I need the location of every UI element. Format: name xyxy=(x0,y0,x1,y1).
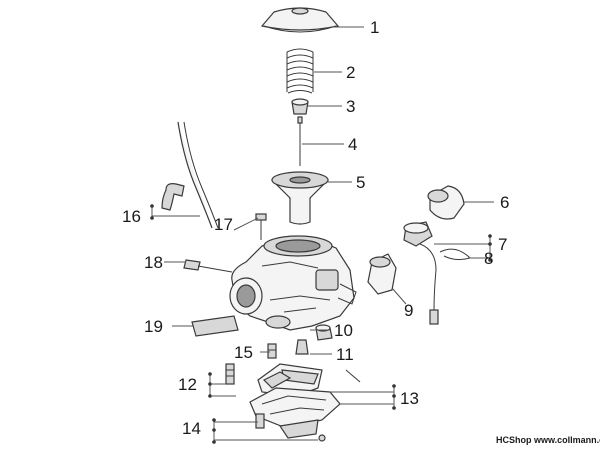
part-screw-17 xyxy=(255,213,267,240)
part-cap xyxy=(427,185,465,220)
brackets xyxy=(150,204,492,444)
callout-3: 3 xyxy=(346,97,355,116)
part-jet-10 xyxy=(315,324,333,341)
callout-labels: 1 2 3 4 5 6 7 8 9 10 11 12 13 14 15 16 1… xyxy=(122,18,509,438)
callout-11: 11 xyxy=(336,345,354,364)
part-idle-screw xyxy=(183,259,233,273)
part-starter-valve xyxy=(403,221,439,325)
callout-4: 4 xyxy=(348,135,357,154)
part-cover xyxy=(260,7,340,33)
part-gasket-plate xyxy=(191,315,239,337)
callout-12: 12 xyxy=(178,375,197,394)
callout-1: 1 xyxy=(370,18,379,37)
part-hose xyxy=(161,121,219,229)
callout-10: 10 xyxy=(334,321,353,340)
part-float-needle xyxy=(295,339,309,355)
part-screw-12 xyxy=(225,363,235,385)
part-screws-14 xyxy=(255,413,326,442)
part-float xyxy=(257,363,361,397)
callout-15: 15 xyxy=(234,343,253,362)
callout-19: 19 xyxy=(144,317,163,336)
callout-8: 8 xyxy=(484,249,493,268)
part-starter-body xyxy=(367,253,397,295)
callout-5: 5 xyxy=(356,173,365,192)
watermark: HCShop www.collmann.eu xyxy=(496,435,600,445)
leader-lines xyxy=(152,26,494,441)
callout-13: 13 xyxy=(400,389,419,408)
callout-7: 7 xyxy=(498,235,507,254)
callout-16: 16 xyxy=(122,207,141,226)
part-clip xyxy=(439,248,471,261)
part-float-bowl xyxy=(249,387,341,439)
callout-17: 17 xyxy=(214,215,233,234)
part-slide xyxy=(270,171,330,225)
part-needle xyxy=(297,116,303,166)
callout-9: 9 xyxy=(404,301,413,320)
callout-6: 6 xyxy=(500,193,509,212)
callout-18: 18 xyxy=(144,253,163,272)
callout-2: 2 xyxy=(346,63,355,82)
part-retainer xyxy=(291,98,309,115)
part-carburetor-body xyxy=(229,235,357,331)
part-spring xyxy=(286,48,314,94)
part-main-jet xyxy=(267,343,277,359)
callout-14: 14 xyxy=(182,419,201,438)
